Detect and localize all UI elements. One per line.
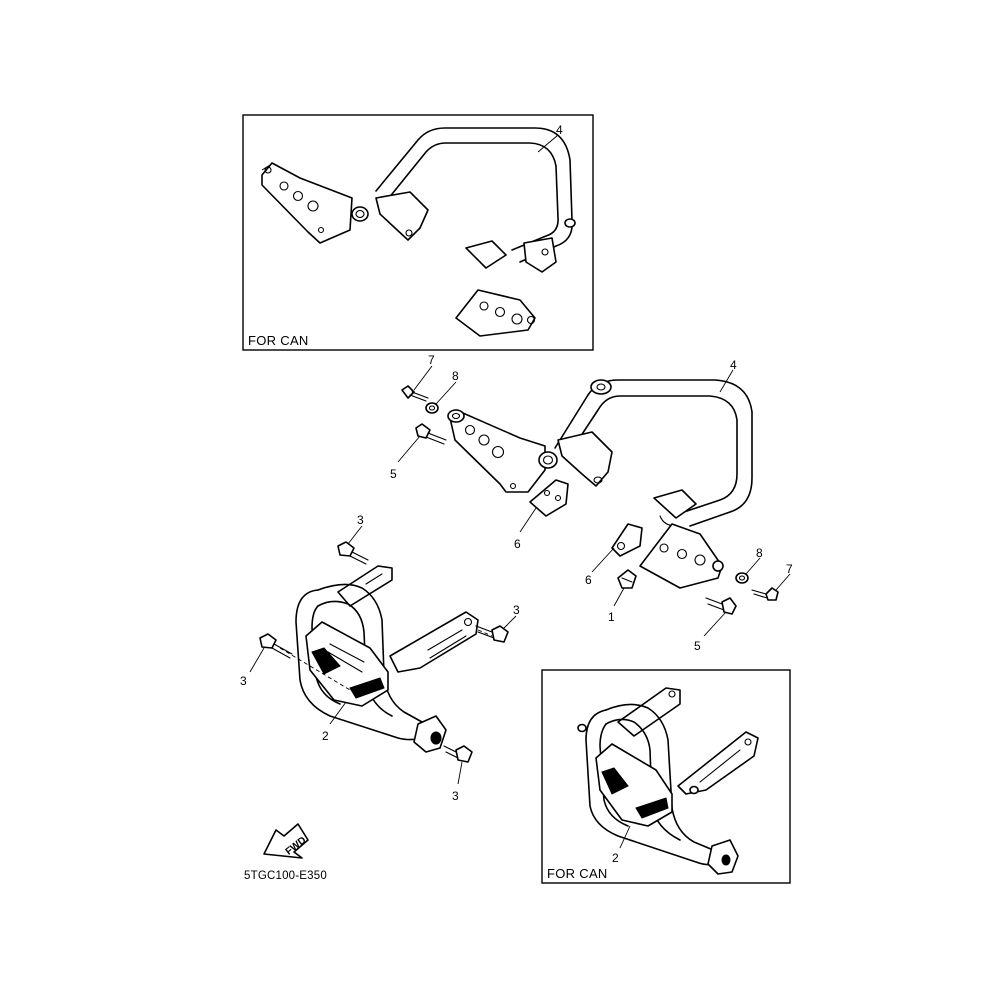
bolt-5-right [705, 597, 737, 615]
callout-label: 4 [730, 358, 737, 372]
plate-6-left [529, 479, 569, 517]
bolt-7-right [751, 587, 779, 601]
bolt-3-top [337, 541, 369, 565]
callout-label: 8 [756, 546, 763, 560]
diagram-code: 5TGC100-E350 [244, 870, 327, 882]
callout-label: 3 [357, 513, 364, 527]
bolt-3-left [259, 633, 293, 659]
bolt-3-right [475, 625, 509, 643]
callout-4-main: 4 [719, 358, 737, 393]
top-inset-caption: FOR CAN [248, 333, 309, 348]
plate-6-right [611, 523, 643, 557]
callout-label: 6 [514, 537, 521, 551]
bottom-inset: 2 FOR CAN [541, 669, 791, 884]
callout-label: 7 [786, 562, 793, 576]
callout-3-left: 3 [240, 647, 265, 688]
callout-7-left: 7 [413, 353, 435, 391]
callout-label: 3 [240, 674, 247, 688]
callout-2-main: 2 [322, 701, 347, 743]
bolt-5-left [415, 423, 447, 445]
callout-3-top: 3 [347, 513, 364, 545]
bottom-inset-guard-illustration [577, 687, 759, 875]
front-guard-assembly: 3 3 3 3 2 [240, 513, 520, 803]
callout-6-left: 6 [514, 507, 537, 551]
callout-label: 3 [513, 603, 520, 617]
fwd-arrow-icon: FWD [263, 823, 309, 859]
callout-5-right: 5 [694, 611, 727, 653]
callout-6-right: 6 [585, 547, 615, 587]
top-inset: 4 FOR CAN [242, 114, 594, 351]
callout-4-top-inset: 4 [537, 123, 563, 153]
collar-8-left [425, 402, 439, 414]
callout-label: 4 [556, 123, 563, 137]
callout-label: 8 [452, 369, 459, 383]
callout-label: 5 [390, 467, 397, 481]
top-inset-frame [242, 114, 594, 351]
callout-label: 6 [585, 573, 592, 587]
callout-3-right: 3 [503, 603, 520, 629]
bolt-3-bottom [443, 745, 473, 763]
bolt-7-left [401, 385, 429, 402]
callout-7-right: 7 [775, 562, 793, 591]
callout-label: 2 [612, 851, 619, 865]
bottom-inset-caption: FOR CAN [547, 866, 608, 881]
callout-5-left: 5 [390, 435, 421, 481]
callout-label: 2 [322, 729, 329, 743]
callout-label: 1 [608, 610, 615, 624]
nut-1 [617, 569, 637, 589]
bottom-inset-frame [541, 669, 791, 884]
callout-1: 1 [608, 587, 625, 624]
callout-label: 5 [694, 639, 701, 653]
top-inset-rack-illustration [261, 127, 576, 337]
rear-rack-assembly: 4 7 8 5 6 6 1 8 [390, 353, 793, 653]
callout-2-bottom-inset: 2 [612, 825, 631, 865]
callout-8-right: 8 [745, 546, 763, 575]
callout-3-bottom: 3 [452, 761, 463, 803]
callout-8-left: 8 [435, 369, 459, 405]
callout-label: 3 [452, 789, 459, 803]
callout-label: 7 [428, 353, 435, 367]
collar-8-right [735, 572, 749, 584]
